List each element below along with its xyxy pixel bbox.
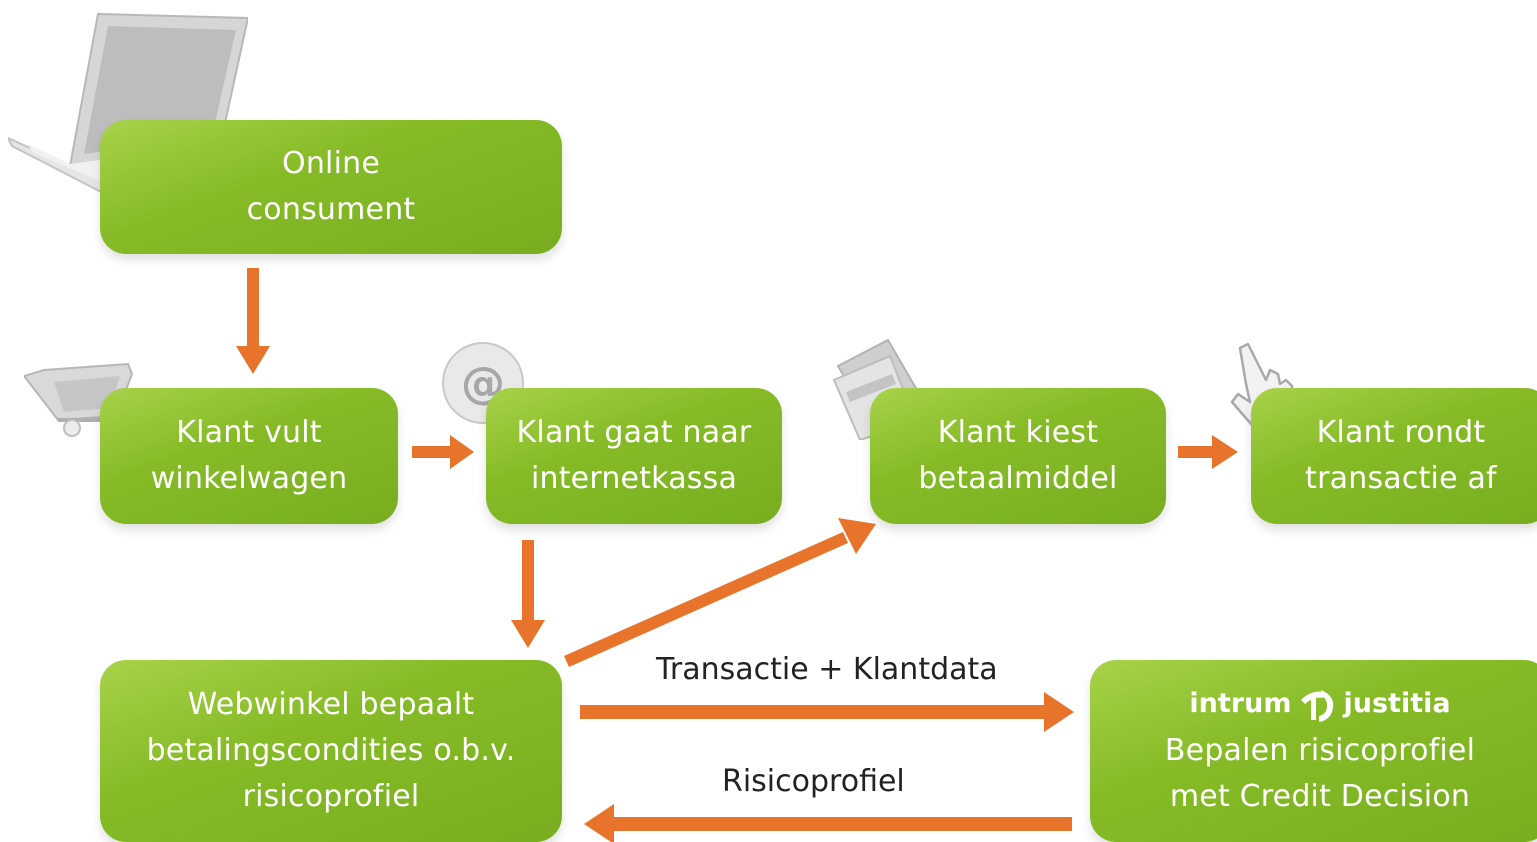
node-label-line: Webwinkel bepaalt [187,687,475,722]
arrow-left-risicoprofiel [584,804,1072,842]
edge-label-transactie-klantdata: Transactie + Klantdata [656,652,998,687]
arrow-down-consument [236,268,270,374]
node-label-line: Bepalen risicoprofiel [1164,733,1476,768]
node-label-line: Klant gaat naar [516,415,752,450]
arrow-right-winkelwagen [412,435,474,469]
arrow-right-betaalmiddel [1178,435,1238,469]
node-betaalmiddel: Klant kiest betaalmiddel [870,388,1166,524]
brand-right-text: justitia [1343,688,1451,719]
node-label-line: Klant kiest [937,415,1099,450]
intrum-logo: intrum justitia [1189,682,1451,726]
arrow-right-transactie-klantdata [580,692,1074,732]
node-transactie: Klant rondt transactie af [1251,388,1537,524]
node-label-line: Klant rondt [1316,415,1486,450]
node-online-consument: Online consument [100,120,562,254]
node-intrum: intrum justitia Bepalen risicoprofiel me… [1090,660,1537,842]
node-webwinkel: Webwinkel bepaalt betalingscondities o.b… [100,660,562,842]
node-label-line: transactie af [1305,461,1497,496]
node-label-line: consument [246,192,416,227]
edge-label-risicoprofiel: Risicoprofiel [722,764,905,799]
node-label-line: Online [282,146,380,181]
arrow-down-internetkassa [511,540,545,648]
node-winkelwagen: Klant vult winkelwagen [100,388,398,524]
node-label-line: met Credit Decision [1169,779,1471,814]
brand-left-text: intrum [1189,688,1292,719]
node-label-line: betalingscondities o.b.v. [146,733,516,768]
node-label-line: internetkassa [530,461,738,496]
node-label-line: betaalmiddel [918,461,1118,496]
node-label-line: Klant vult [176,415,322,450]
node-internetkassa: Klant gaat naar internetkassa [486,388,782,524]
intrum-mark-icon [1301,690,1334,722]
node-label-line: winkelwagen [150,461,348,496]
arrow-diagonal-betaalmiddel [564,518,876,667]
node-label-line: risicoprofiel [242,779,420,814]
